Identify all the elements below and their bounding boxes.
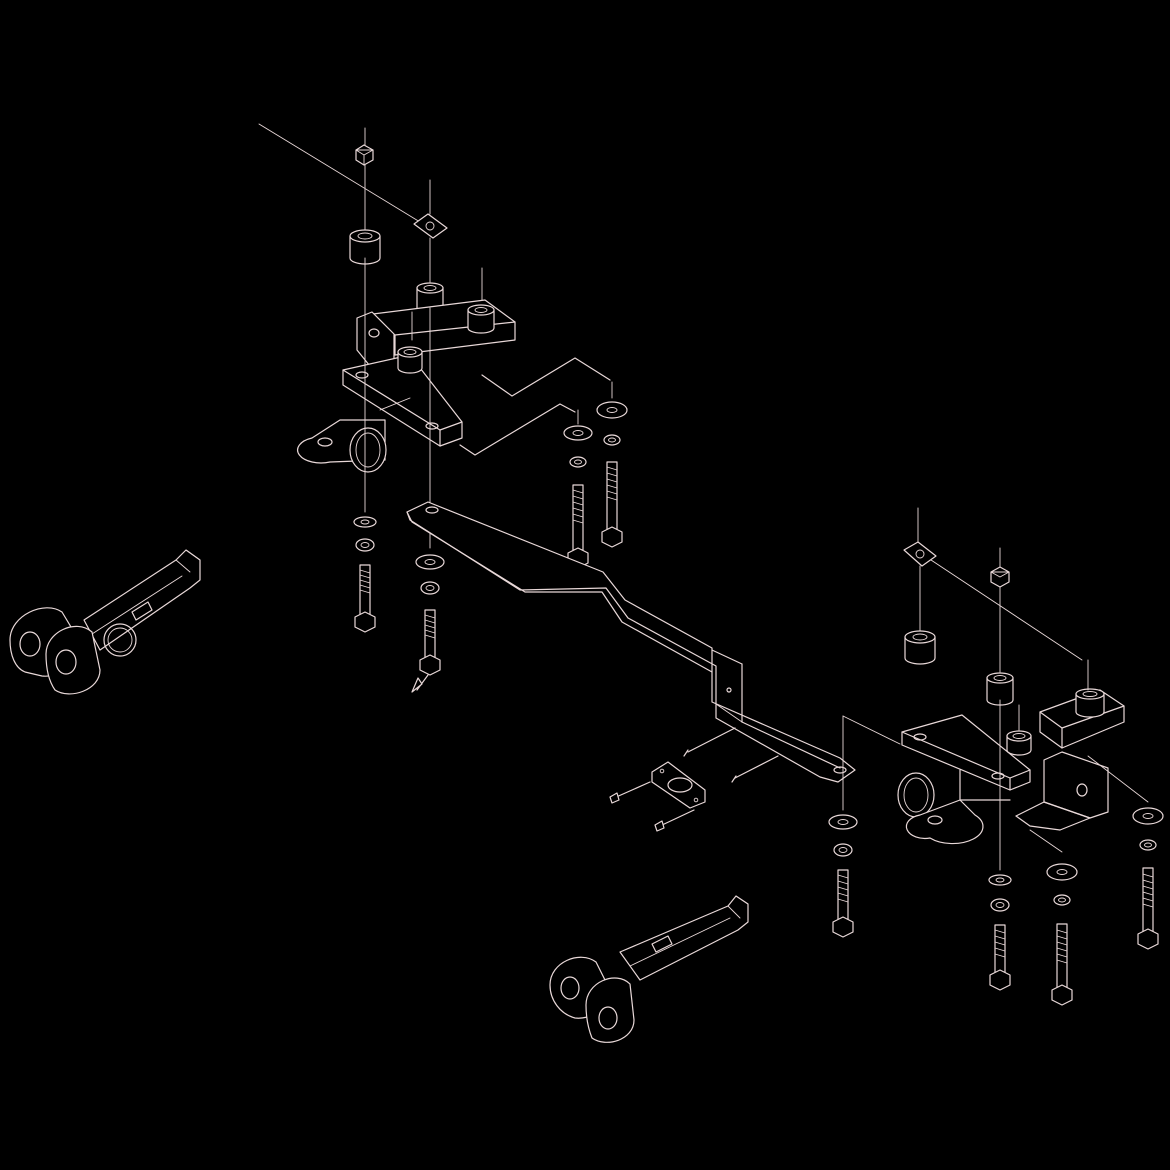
bolt-stack-right-3 bbox=[1132, 807, 1164, 950]
left-tow-tab-clevis bbox=[9, 549, 201, 695]
fish-wire-left bbox=[258, 123, 448, 239]
spacer-sleeve-right-1 bbox=[904, 565, 936, 665]
center-crossbar bbox=[406, 501, 901, 811]
left-side-bracket-assembly bbox=[258, 123, 628, 693]
right-side-bracket-assembly bbox=[897, 507, 1164, 1006]
left-bracket-body bbox=[297, 257, 611, 549]
bolt-stack-right-1 bbox=[988, 874, 1012, 991]
hex-nut-left-top bbox=[355, 127, 374, 166]
spacer-sleeve-right-2 bbox=[986, 586, 1014, 706]
bolt-stack-crossbar-right bbox=[828, 814, 858, 938]
fish-wire-right bbox=[903, 507, 1083, 661]
bolt-stack-center-2 bbox=[596, 381, 628, 548]
spacer-sleeve-left-1 bbox=[349, 164, 381, 265]
lower-tow-tab-clevis bbox=[549, 895, 749, 1043]
bolt-stack-left-1 bbox=[353, 516, 377, 633]
right-bracket-body bbox=[897, 659, 1149, 871]
self-tapping-screws bbox=[609, 781, 695, 832]
bolt-stack-left-2 bbox=[411, 554, 445, 693]
hex-nut-right-top bbox=[990, 547, 1010, 588]
bolt-stack-right-2 bbox=[1046, 863, 1078, 1006]
cover-plate bbox=[651, 761, 706, 809]
